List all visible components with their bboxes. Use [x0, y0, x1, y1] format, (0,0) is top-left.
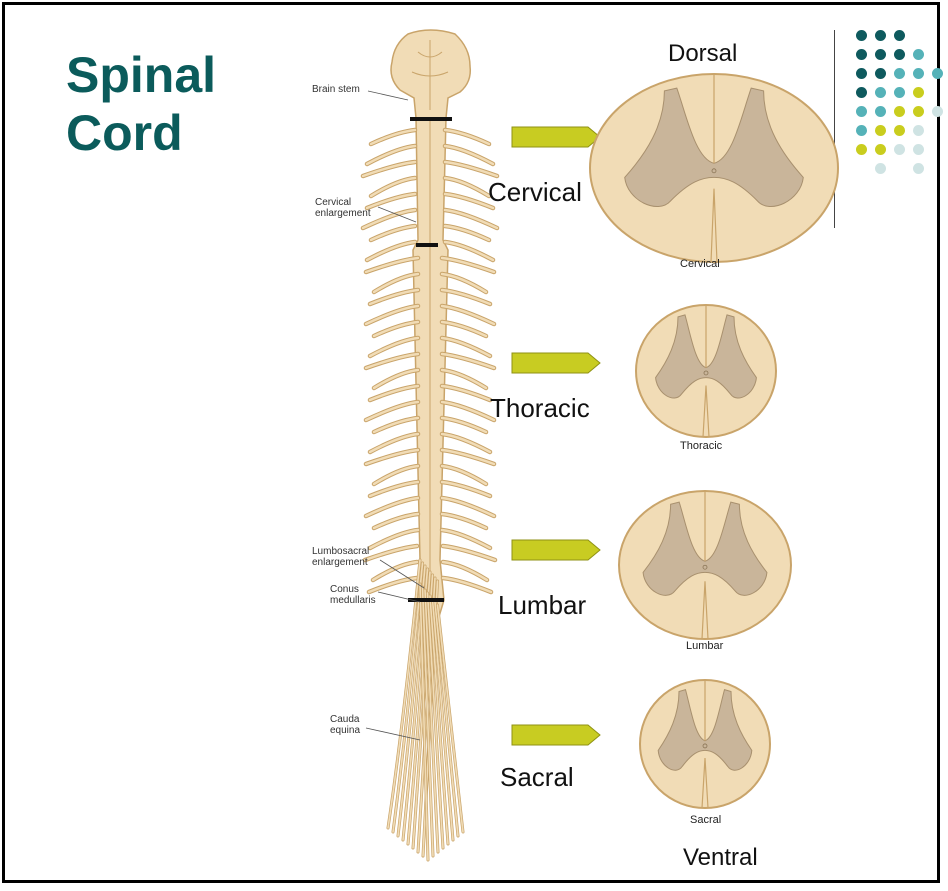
label-lumbosacral-line2: enlargement — [312, 557, 369, 568]
label-lumbosacral-line1: Lumbosacral — [312, 546, 369, 557]
section-label-sacral: Sacral — [690, 814, 721, 826]
label-lumbosacral-enlargement: Lumbosacral enlargement — [312, 546, 369, 568]
arrow-0 — [512, 127, 600, 147]
orientation-dorsal: Dorsal — [668, 40, 737, 68]
arrow-3 — [512, 725, 600, 745]
section-label-lumbar: Lumbar — [686, 640, 723, 652]
orientation-ventral: Ventral — [683, 844, 758, 872]
cauda-equina-illustration — [388, 560, 463, 860]
label-cervical-enlargement-line1: Cervical — [315, 197, 371, 208]
label-cauda-line1: Cauda — [330, 714, 360, 725]
brain-stem-illustration — [391, 30, 470, 118]
label-conus-medullaris: Conus medullaris — [330, 584, 376, 606]
arrow-2 — [512, 540, 600, 560]
region-label-thoracic: Thoracic — [490, 393, 590, 424]
label-cauda-line2: equina — [330, 725, 360, 736]
label-conus-line2: medullaris — [330, 595, 376, 606]
label-cervical-enlargement-line2: enlargement — [315, 208, 371, 219]
cross-section-sacral — [640, 680, 770, 808]
label-conus-line1: Conus — [330, 584, 376, 595]
region-label-cervical: Cervical — [488, 177, 582, 208]
section-label-thoracic: Thoracic — [680, 440, 722, 452]
cross-section-thoracic — [636, 305, 776, 437]
region-label-lumbar: Lumbar — [498, 590, 586, 621]
region-label-sacral: Sacral — [500, 762, 574, 793]
label-brain-stem: Brain stem — [312, 84, 360, 95]
section-label-cervical: Cervical — [680, 258, 720, 270]
cross-section-lumbar — [619, 491, 791, 639]
region-arrows — [512, 127, 600, 745]
arrow-1 — [512, 353, 600, 373]
label-cauda-equina: Cauda equina — [330, 714, 360, 736]
cross-section-cervical — [590, 74, 838, 262]
label-cervical-enlargement: Cervical enlargement — [315, 197, 371, 219]
